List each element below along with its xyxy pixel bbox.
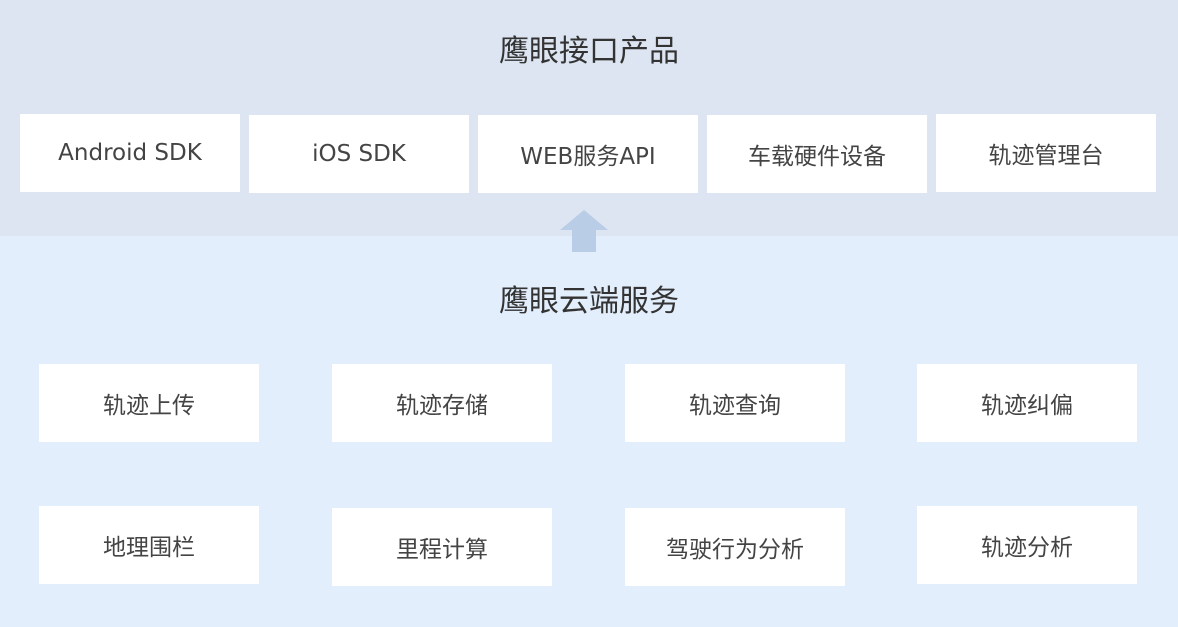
service-mileage: 里程计算	[332, 508, 552, 586]
cloud-title: 鹰眼云端服务	[499, 284, 679, 319]
product-vehicle-device: 车载硬件设备	[707, 115, 927, 193]
product-ios-sdk: iOS SDK	[249, 115, 469, 193]
service-track-query: 轨迹查询	[625, 364, 845, 442]
up-arrow-icon	[560, 210, 608, 252]
product-track-console: 轨迹管理台	[936, 114, 1156, 192]
products-title: 鹰眼接口产品	[499, 34, 679, 69]
service-track-storage: 轨迹存储	[332, 364, 552, 442]
service-track-correction: 轨迹纠偏	[917, 364, 1137, 442]
service-track-upload: 轨迹上传	[39, 364, 259, 442]
product-web-api: WEB服务API	[478, 115, 698, 193]
service-geofence: 地理围栏	[39, 506, 259, 584]
service-driving-behavior: 驾驶行为分析	[625, 508, 845, 586]
service-track-analysis: 轨迹分析	[917, 506, 1137, 584]
product-android-sdk: Android SDK	[20, 114, 240, 192]
